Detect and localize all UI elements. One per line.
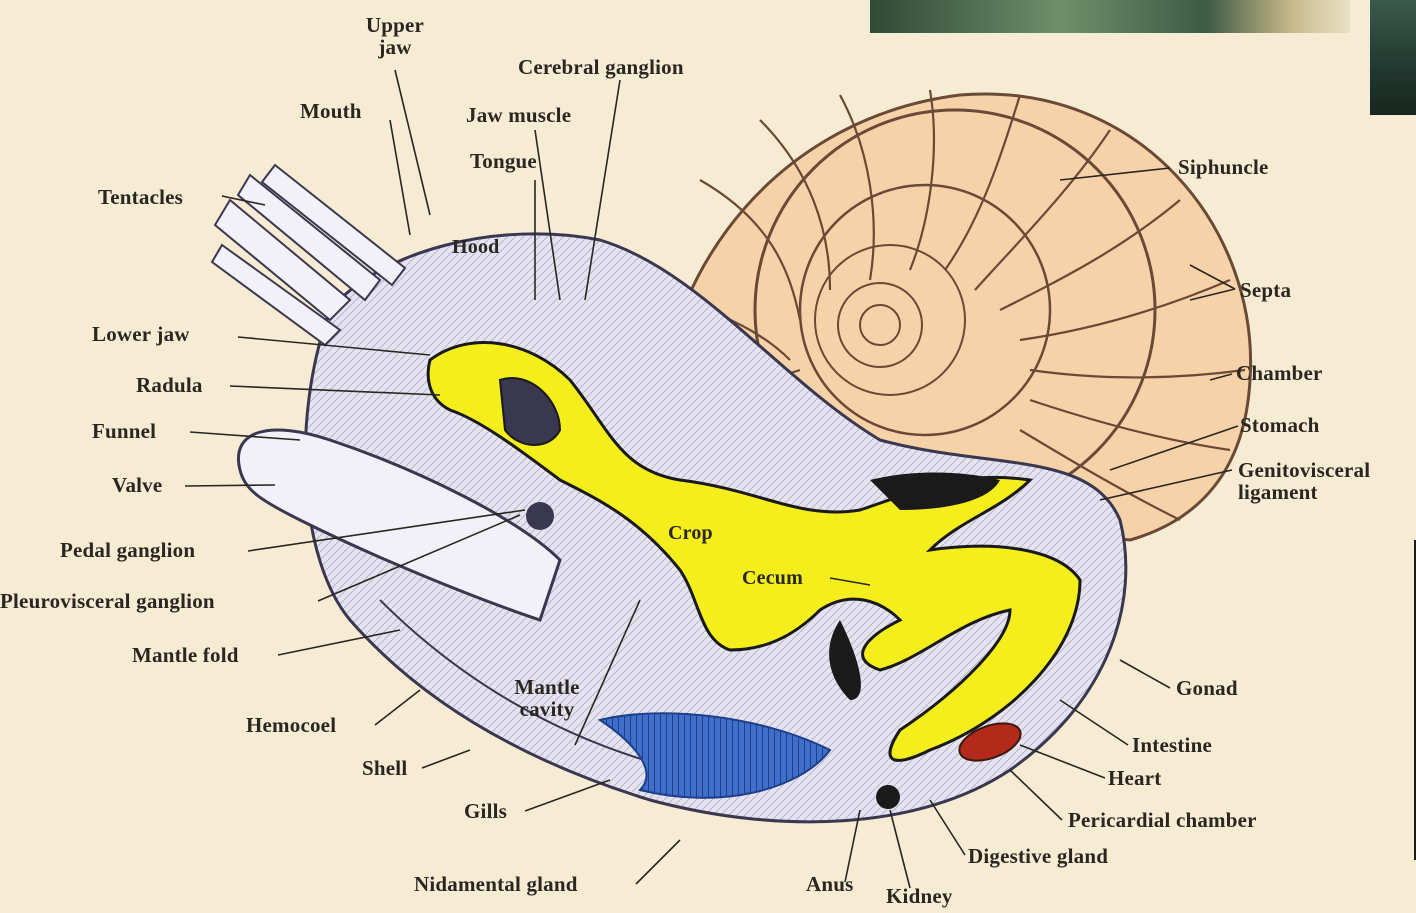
- ganglion-drawing: [526, 502, 554, 530]
- label-valve: Valve: [112, 474, 162, 496]
- label-tongue: Tongue: [470, 150, 537, 172]
- label-siphuncle: Siphuncle: [1178, 156, 1269, 178]
- label-stomach: Stomach: [1240, 414, 1320, 436]
- label-digestive-gland: Digestive gland: [968, 845, 1108, 867]
- label-jaw-muscle: Jaw muscle: [466, 104, 571, 126]
- label-pericardial-chamber: Pericardial chamber: [1068, 809, 1257, 831]
- label-pleurovisceral-ganglion: Pleurovisceral ganglion: [0, 590, 215, 612]
- label-mantle-fold: Mantle fold: [132, 644, 239, 666]
- label-gills: Gills: [464, 800, 507, 822]
- label-tentacles: Tentacles: [98, 186, 183, 208]
- label-chamber: Chamber: [1236, 362, 1323, 384]
- label-crop: Crop: [668, 522, 713, 544]
- label-anus: Anus: [806, 873, 854, 895]
- label-kidney: Kidney: [886, 885, 953, 907]
- label-septa: Septa: [1240, 279, 1291, 301]
- label-gonad: Gonad: [1176, 677, 1238, 699]
- label-radula: Radula: [136, 374, 203, 396]
- label-lower-jaw: Lower jaw: [92, 323, 190, 345]
- label-hood: Hood: [452, 236, 499, 258]
- label-mouth: Mouth: [300, 100, 362, 122]
- label-hemocoel: Hemocoel: [246, 714, 336, 736]
- label-pedal-ganglion: Pedal ganglion: [60, 539, 195, 561]
- label-heart: Heart: [1108, 767, 1161, 789]
- label-upper-jaw: Upper jaw: [350, 14, 440, 58]
- label-cerebral-ganglion: Cerebral ganglion: [518, 56, 684, 78]
- label-shell: Shell: [362, 757, 407, 779]
- label-funnel: Funnel: [92, 420, 156, 442]
- label-mantle-cavity: Mantle cavity: [492, 676, 602, 720]
- label-intestine: Intestine: [1132, 734, 1212, 756]
- label-nidamental-gland: Nidamental gland: [414, 873, 578, 895]
- label-genitovisceral-ligament: Genitovisceral ligament: [1238, 459, 1414, 503]
- anus-drawing: [876, 785, 900, 809]
- label-cecum: Cecum: [742, 567, 803, 589]
